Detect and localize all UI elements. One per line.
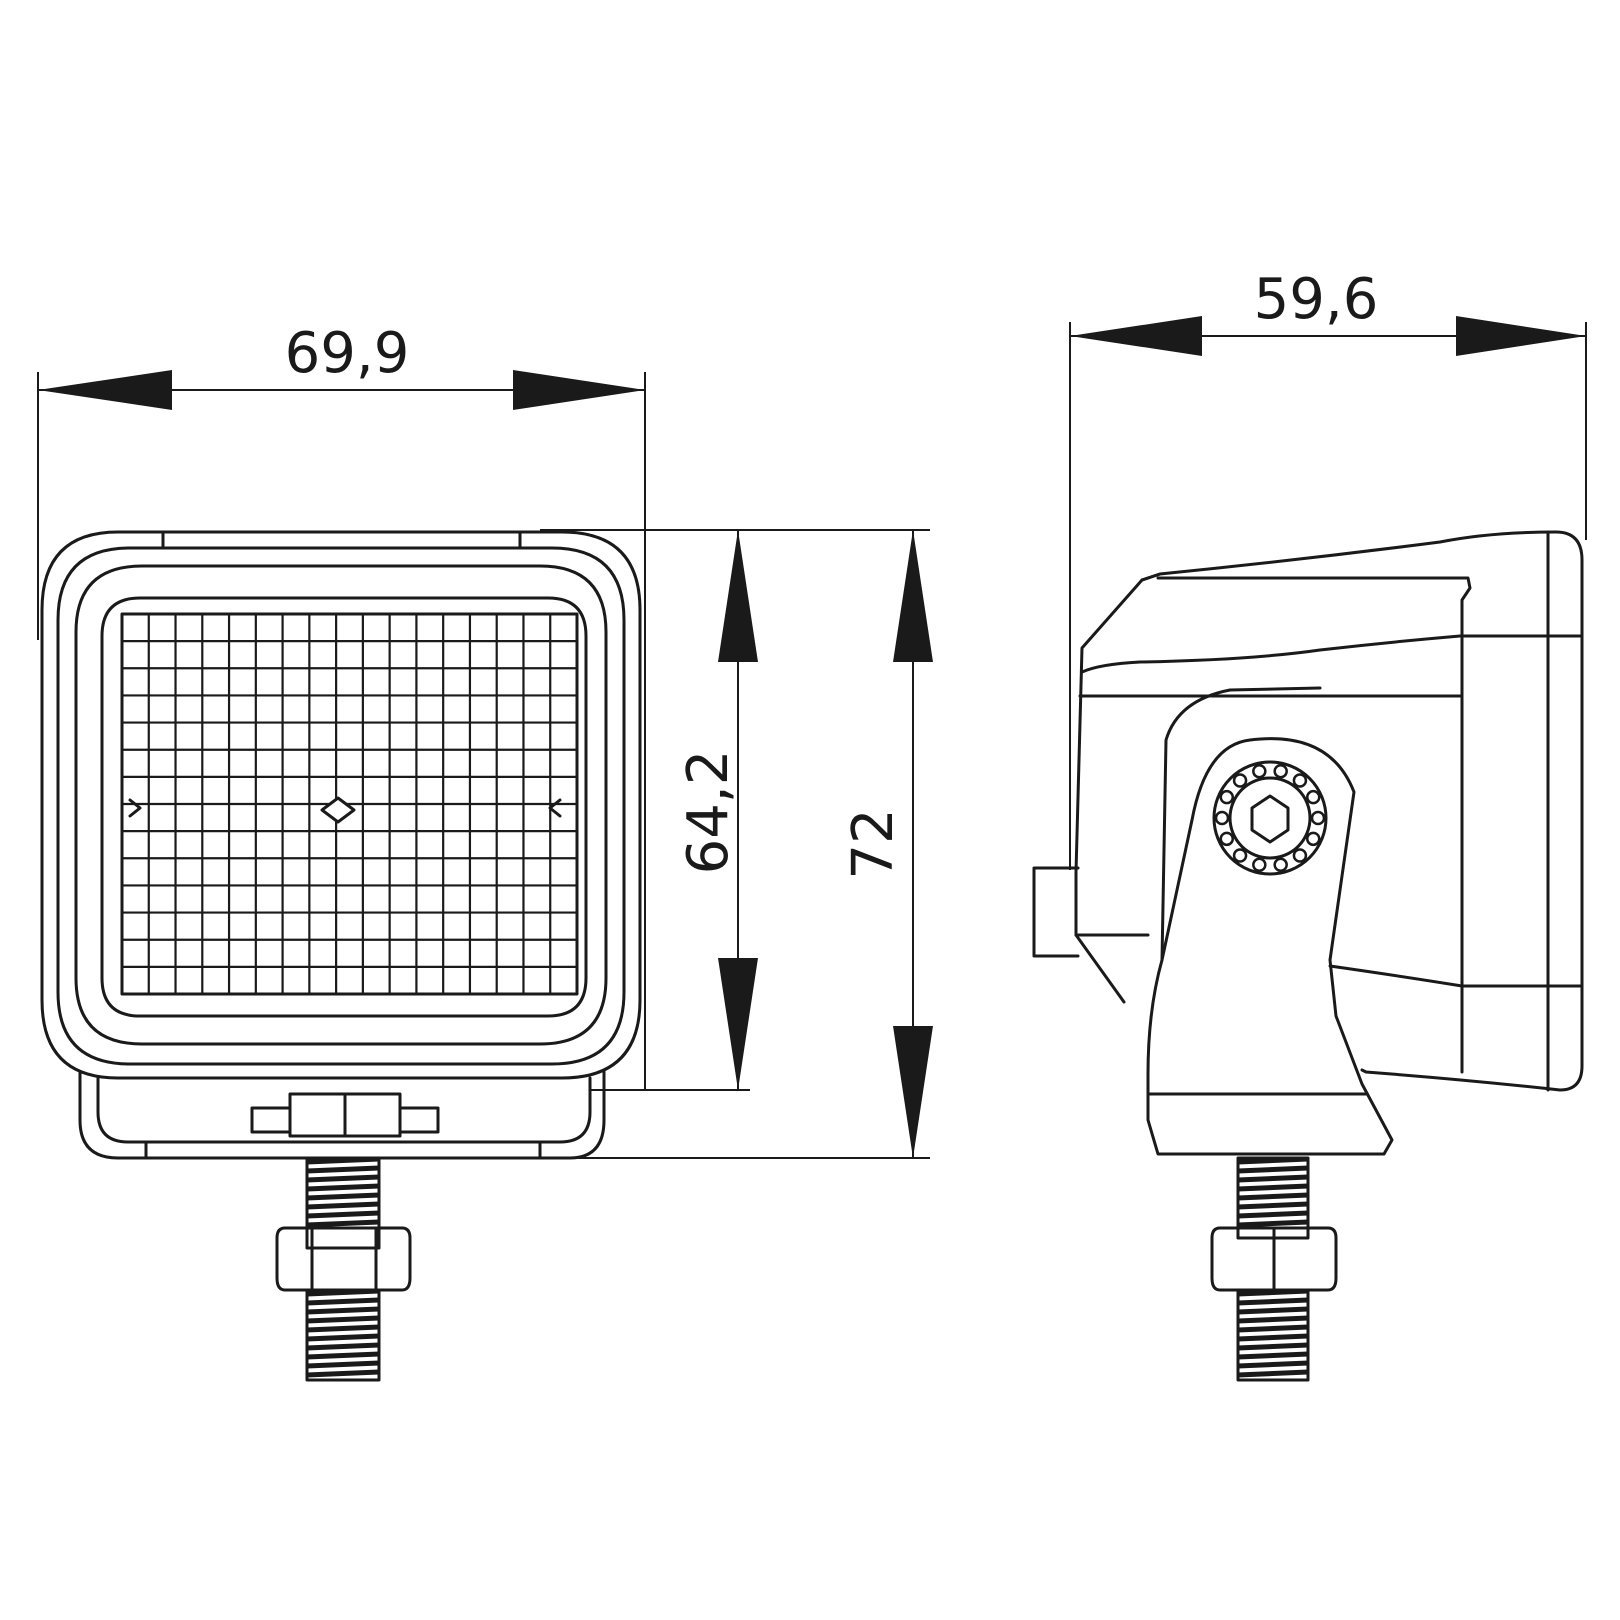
dim-side-depth: 59,6	[1069, 267, 1587, 870]
center-mark-icon	[320, 796, 356, 824]
side-housing	[1074, 530, 1584, 1092]
side-washer	[1212, 760, 1328, 876]
side-view	[1032, 530, 1584, 1382]
front-housing-inner	[56, 546, 626, 1066]
front-width-label: 69,9	[285, 321, 410, 386]
front-view	[40, 530, 642, 1382]
dim-total-height: 72	[540, 530, 933, 1159]
side-stud-bolt	[1236, 1156, 1310, 1382]
lens-grid	[122, 614, 577, 994]
front-housing-outer	[40, 530, 642, 1080]
front-hex-nut	[275, 1226, 412, 1292]
side-rear-plug	[1032, 866, 1080, 958]
hex-socket-icon	[1250, 794, 1290, 844]
front-lens-frame	[100, 596, 588, 1018]
side-depth-label: 59,6	[1254, 267, 1379, 332]
front-bezel	[74, 564, 608, 1046]
dim-front-width: 69,9	[37, 321, 646, 1090]
front-stud-bolt	[305, 1156, 381, 1382]
side-hex-nut	[1210, 1226, 1338, 1292]
lens-height-label: 64,2	[676, 750, 741, 875]
total-height-label: 72	[841, 808, 906, 879]
dim-lens-height: 64,2	[540, 529, 930, 1091]
side-bracket	[1146, 737, 1394, 1156]
